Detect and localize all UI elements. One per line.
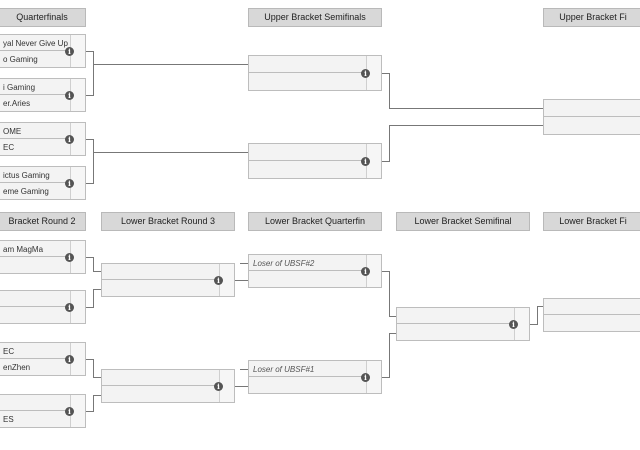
team-slot[interactable]: EC (0, 343, 71, 359)
header-upper-final: Upper Bracket Fi (543, 8, 640, 27)
team-slot[interactable]: ictus Gaming (0, 167, 71, 183)
team-slot[interactable]: yal Never Give Up (0, 35, 71, 51)
team-slot[interactable]: eme Gaming (3, 187, 49, 196)
lb-r3-match-2[interactable]: i (101, 369, 235, 403)
ub-sf-match-1[interactable]: i (248, 55, 382, 91)
team-slot[interactable] (249, 377, 367, 393)
info-icon[interactable]: i (65, 179, 74, 188)
team-slot[interactable] (249, 56, 367, 73)
info-icon[interactable]: i (65, 91, 74, 100)
info-icon[interactable]: i (65, 355, 74, 364)
team-slot[interactable] (249, 73, 367, 90)
lb-r2-match-1[interactable]: am MagMa i (0, 240, 86, 274)
team-slot[interactable] (102, 280, 220, 296)
team-slot[interactable]: enZhen (3, 363, 31, 372)
team-slot[interactable]: Loser of UBSF#1 (249, 361, 367, 377)
lb-r2-match-2[interactable]: i (0, 290, 86, 324)
team-slot[interactable] (397, 308, 515, 324)
info-icon[interactable]: i (65, 407, 74, 416)
info-icon[interactable]: i (509, 320, 518, 329)
ub-sf-match-2[interactable]: i (248, 143, 382, 179)
lb-r2-match-4[interactable]: ES i (0, 394, 86, 428)
team-slot[interactable] (544, 117, 640, 134)
info-icon[interactable]: i (65, 253, 74, 262)
team-slot[interactable] (397, 324, 515, 340)
team-slot[interactable] (0, 257, 71, 273)
team-slot[interactable] (102, 264, 220, 280)
lb-sf-match[interactable]: i (396, 307, 530, 341)
header-upper-quarterfinals: Quarterfinals (0, 8, 86, 27)
header-lower-round-3: Lower Bracket Round 3 (101, 212, 235, 231)
header-upper-semifinals: Upper Bracket Semifinals (248, 8, 382, 27)
team-slot[interactable] (0, 307, 71, 323)
info-icon[interactable]: i (361, 267, 370, 276)
info-icon[interactable]: i (361, 157, 370, 166)
team-slot[interactable]: er.Aries (3, 99, 31, 108)
team-slot[interactable] (102, 370, 220, 386)
ub-final-match[interactable] (543, 99, 640, 135)
team-slot[interactable] (544, 299, 640, 315)
team-slot[interactable] (0, 291, 71, 307)
header-lower-round-2: Bracket Round 2 (0, 212, 86, 231)
team-slot[interactable] (544, 100, 640, 117)
team-slot[interactable] (544, 315, 640, 331)
team-slot[interactable]: i Gaming (0, 79, 71, 95)
ub-qf-match-4[interactable]: ictus Gaming eme Gaming i (0, 166, 86, 200)
team-slot[interactable]: ES (3, 415, 14, 424)
header-lower-semifinal: Lower Bracket Semifinal (396, 212, 530, 231)
team-slot[interactable] (0, 395, 71, 411)
lb-r2-match-3[interactable]: EC enZhen i (0, 342, 86, 376)
header-lower-quarterfinal: Lower Bracket Quarterfin (248, 212, 382, 231)
info-icon[interactable]: i (65, 135, 74, 144)
team-slot[interactable]: EC (3, 143, 15, 152)
team-slot[interactable]: OME (0, 123, 71, 139)
team-slot[interactable] (102, 386, 220, 402)
ub-qf-match-3[interactable]: OME EC i (0, 122, 86, 156)
info-icon[interactable]: i (65, 303, 74, 312)
team-slot[interactable] (249, 271, 367, 287)
lb-qf-match-2[interactable]: Loser of UBSF#1 i (248, 360, 382, 394)
info-icon[interactable]: i (214, 382, 223, 391)
team-slot[interactable]: Loser of UBSF#2 (249, 255, 367, 271)
lb-final-match[interactable] (543, 298, 640, 332)
team-slot[interactable]: o Gaming (3, 55, 38, 64)
lb-r3-match-1[interactable]: i (101, 263, 235, 297)
info-icon[interactable]: i (214, 276, 223, 285)
team-slot[interactable]: am MagMa (0, 241, 71, 257)
info-icon[interactable]: i (65, 47, 74, 56)
team-slot[interactable] (249, 144, 367, 161)
ub-qf-match-1[interactable]: yal Never Give Up o Gaming i (0, 34, 86, 68)
team-slot[interactable] (249, 161, 367, 178)
info-icon[interactable]: i (361, 69, 370, 78)
lb-qf-match-1[interactable]: Loser of UBSF#2 i (248, 254, 382, 288)
ub-qf-match-2[interactable]: i Gaming er.Aries i (0, 78, 86, 112)
info-icon[interactable]: i (361, 373, 370, 382)
header-lower-final: Lower Bracket Fi (543, 212, 640, 231)
